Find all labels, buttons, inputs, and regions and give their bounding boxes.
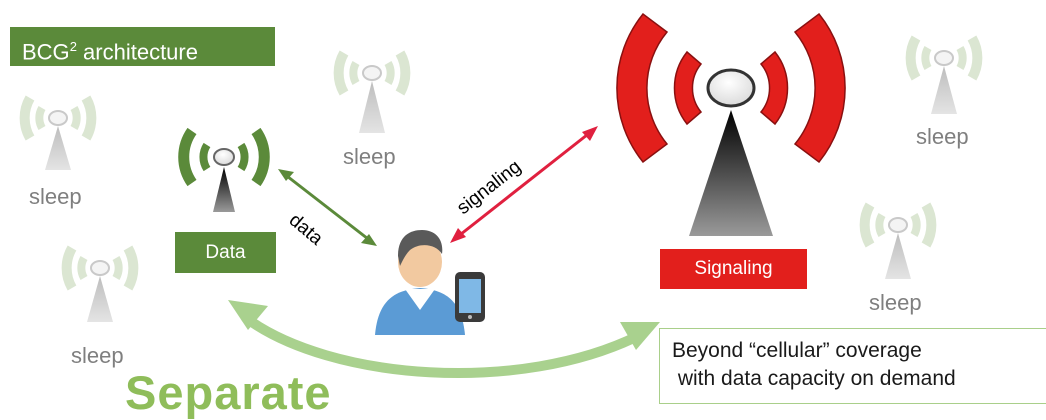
sleep-tower-icon-4 (859, 202, 937, 279)
sleep-tower-icon-5 (61, 245, 139, 322)
data-station-label: Data (175, 232, 276, 273)
separate-arrow (228, 300, 660, 379)
sleep-label-4: sleep (869, 290, 922, 315)
diagram-title: BCG2 architecture (10, 27, 275, 66)
data-tower-icon (178, 127, 270, 212)
user-icon (375, 230, 465, 335)
sleep-label-5: sleep (71, 343, 124, 368)
sleep-label-2: sleep (343, 144, 396, 169)
data-link-label: data (285, 210, 327, 250)
sleep-tower-icon-1 (19, 95, 97, 170)
sleep-tower-icon-3 (905, 35, 983, 114)
signaling-link-arrow (450, 126, 598, 243)
sleep-tower-icon-2 (333, 50, 411, 133)
signaling-station-label: Signaling (660, 249, 807, 289)
coverage-note-line-2: with data capacity on demand (672, 367, 956, 390)
signaling-link-label: signaling (453, 156, 525, 219)
sleep-label-3: sleep (916, 124, 969, 149)
coverage-note: Beyond “cellular” coverage with data cap… (659, 328, 1046, 404)
phone-icon (455, 272, 485, 322)
coverage-note-line-1: Beyond “cellular” coverage (672, 339, 922, 362)
sleep-label-1: sleep (29, 184, 82, 209)
separate-label: Separate (125, 366, 332, 419)
data-link-arrow (278, 169, 377, 246)
signaling-tower-icon (616, 12, 846, 236)
